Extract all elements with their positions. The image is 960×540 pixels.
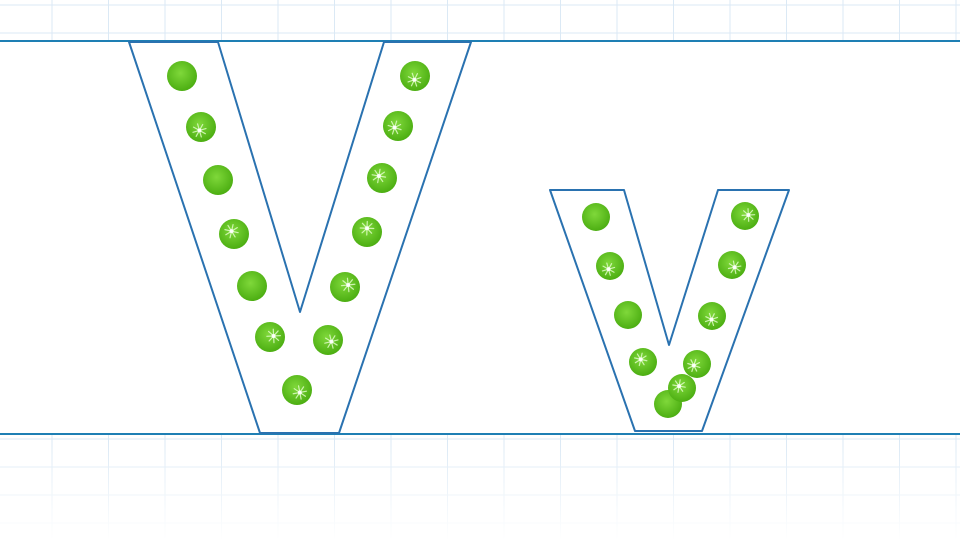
lowercase-v-tracing-dot[interactable] bbox=[614, 301, 642, 329]
sparkle-highlight bbox=[741, 208, 756, 222]
sparkle-highlight bbox=[633, 352, 648, 367]
sparkle-highlight bbox=[672, 379, 686, 393]
writing-area bbox=[0, 41, 960, 434]
sparkle-highlight bbox=[687, 358, 701, 373]
sparkle-highlight bbox=[324, 334, 339, 349]
uppercase-v-tracing-dot[interactable] bbox=[167, 61, 197, 91]
uppercase-v-letter bbox=[128, 41, 472, 434]
uppercase-v-tracing-dot[interactable] bbox=[203, 165, 233, 195]
sparkle-highlight bbox=[601, 262, 616, 276]
sparkle-highlight bbox=[371, 168, 387, 184]
uppercase-v-tracing-dot[interactable] bbox=[330, 272, 360, 302]
grid-fade-overlay bbox=[0, 440, 960, 540]
lowercase-v-tracing-dot[interactable] bbox=[698, 302, 726, 330]
lowercase-v-tracing-dot[interactable] bbox=[731, 202, 759, 230]
grid-pattern-top bbox=[0, 0, 960, 41]
sparkle-highlight bbox=[340, 277, 356, 293]
lowercase-v-dots bbox=[582, 202, 759, 418]
lowercase-v-tracing-dot[interactable] bbox=[582, 203, 610, 231]
uppercase-v-tracing-dot[interactable] bbox=[237, 271, 267, 301]
sparkle-highlight bbox=[704, 312, 719, 327]
sparkle-highlight bbox=[387, 120, 402, 135]
lowercase-v-tracing-dot[interactable] bbox=[668, 374, 696, 402]
sparkle-highlight bbox=[727, 260, 742, 275]
sparkle-highlight bbox=[224, 223, 239, 239]
sparkle-highlight bbox=[192, 123, 207, 138]
uppercase-v-tracing-dot[interactable] bbox=[255, 322, 285, 352]
uppercase-v-dots bbox=[167, 61, 430, 405]
sparkle-highlight bbox=[407, 72, 422, 87]
sparkle-highlight bbox=[359, 220, 375, 236]
sparkle-highlight bbox=[292, 385, 308, 400]
sparkle-highlight bbox=[266, 328, 281, 344]
uppercase-v-outline bbox=[128, 41, 472, 434]
lowercase-v-letter bbox=[549, 189, 790, 432]
lowercase-v-outline bbox=[549, 189, 790, 432]
uppercase-v-tracing-dot[interactable] bbox=[400, 61, 430, 91]
uppercase-v-tracing-dot[interactable] bbox=[367, 163, 397, 193]
